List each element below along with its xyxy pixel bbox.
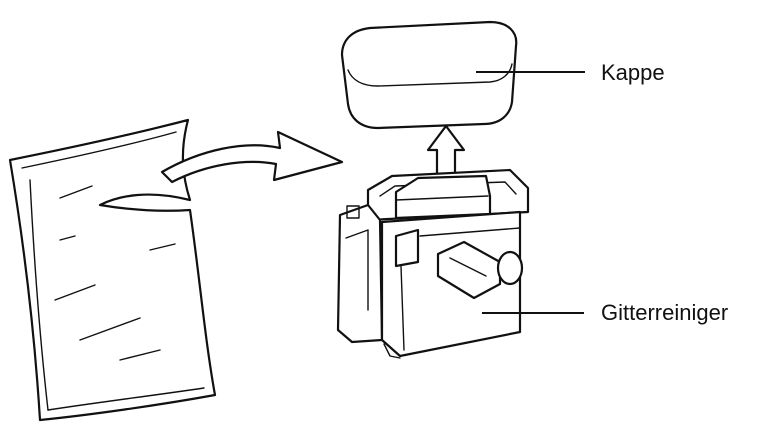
grid-cleaner-drawing [336, 168, 530, 359]
cap-label: Kappe [601, 60, 665, 85]
plastic-bag [8, 118, 217, 422]
curved-arrow-icon [160, 130, 344, 184]
grid-cleaner-label: Gitterreiniger [601, 300, 729, 325]
cap-drawing [340, 20, 518, 130]
